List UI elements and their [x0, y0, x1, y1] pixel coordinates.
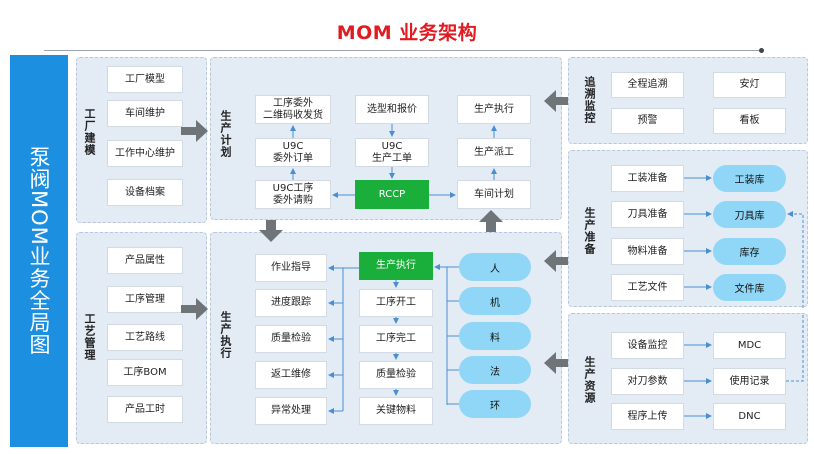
panel-production-plan: 生产计划 工序委外 二维码收发货 选型和报价 生产执行 U9C 委外订单 U9C…	[210, 57, 562, 220]
node-product-attribute: 产品属性	[107, 247, 183, 274]
node-u9c-outsourcing-request: U9C工序 委外请购	[255, 180, 331, 209]
node-operation-start: 工序开工	[359, 289, 433, 317]
node-workshop-maintenance: 车间维护	[107, 100, 183, 127]
node-dnc: DNC	[713, 403, 786, 430]
node-production-execution-plan: 生产执行	[457, 95, 531, 124]
node-process-docs: 工艺文件	[611, 274, 684, 301]
node-tool-setting-params: 对刀参数	[611, 368, 684, 395]
node-kanban: 看板	[713, 108, 786, 134]
title-divider-dot	[759, 48, 764, 53]
pill-method: 法	[459, 356, 531, 384]
node-quality-inspection-mid: 质量检验	[359, 361, 433, 389]
traceability-label: 追溯监控	[583, 76, 596, 124]
node-u9c-outsourcing-order: U9C 委外订单	[255, 138, 331, 167]
node-work-center-maintenance: 工作中心维护	[107, 140, 183, 167]
sidebar-banner: 泵阀MOM业务全局图	[10, 55, 68, 447]
pill-people: 人	[459, 253, 531, 281]
production-plan-label: 生产计划	[219, 110, 232, 158]
node-material-prep: 物料准备	[611, 238, 684, 265]
panel-process-management: 工艺管理 产品属性 工序管理 工艺路线 工序BOM 产品工时	[76, 232, 207, 444]
node-rework-repair: 返工维修	[255, 361, 327, 389]
pill-machine: 机	[459, 287, 531, 315]
node-dispatch: 生产派工	[457, 138, 531, 167]
arrow-plan-to-exec	[259, 220, 283, 242]
production-preparation-label: 生产准备	[583, 207, 596, 255]
node-selection-quote: 选型和报价	[355, 95, 429, 124]
node-exception-handling: 异常处理	[255, 397, 327, 425]
node-production-execution: 生产执行	[359, 252, 433, 280]
node-key-material: 关键物料	[359, 397, 433, 425]
node-cutter-prep: 刀具准备	[611, 201, 684, 228]
node-mdc: MDC	[713, 332, 786, 359]
arrow-process-to-exec	[181, 298, 208, 320]
node-u9c-work-order: U9C 生产工单	[355, 138, 429, 167]
pill-cutter-library: 刀具库	[713, 201, 786, 228]
node-program-upload: 程序上传	[611, 403, 684, 430]
node-warning: 预警	[611, 108, 684, 134]
arrow-resources-to-exec	[544, 352, 568, 374]
pill-material: 料	[459, 322, 531, 350]
node-operation-complete: 工序完工	[359, 325, 433, 353]
production-execution-arrows	[328, 264, 459, 414]
arrow-prep-to-exec	[544, 250, 568, 272]
panel-production-preparation: 生产准备 工装准备 刀具准备 物料准备 工艺文件 工装库 刀具库 库存 文件库	[568, 150, 808, 308]
node-andon: 安灯	[713, 72, 786, 98]
node-progress-tracking: 进度跟踪	[255, 289, 327, 317]
node-workshop-plan: 车间计划	[457, 180, 531, 209]
sidebar-title: 泵阀MOM业务全局图	[27, 146, 51, 356]
production-plan-arrows	[290, 124, 497, 198]
panel-factory-modeling: 工厂建模 工厂模型 车间维护 工作中心维护 设备档案	[76, 57, 207, 223]
arrow-trace-to-plan	[544, 90, 568, 112]
pill-environment: 环	[459, 390, 531, 418]
node-tooling-prep: 工装准备	[611, 165, 684, 192]
panel-production-resources: 生产资源 设备监控 对刀参数 程序上传 MDC 使用记录 DNC	[568, 313, 808, 444]
arrow-exec-to-plan	[479, 210, 503, 232]
pill-tooling-library: 工装库	[713, 165, 786, 192]
node-full-trace: 全程追溯	[611, 72, 684, 98]
node-work-guidance: 作业指导	[255, 254, 327, 282]
panel-production-execution: 生产执行 作业指导 进度跟踪 质量检验 返工维修 异常处理 生产执行 工序开工 …	[210, 232, 562, 444]
node-product-hours: 产品工时	[107, 396, 183, 423]
node-rccp: RCCP	[355, 180, 429, 209]
node-operation-management: 工序管理	[107, 286, 183, 313]
production-resources-label: 生产资源	[583, 356, 596, 404]
factory-modeling-label: 工厂建模	[83, 108, 96, 156]
process-management-label: 工艺管理	[83, 313, 96, 361]
node-usage-record: 使用记录	[713, 368, 786, 395]
production-preparation-arrows	[684, 175, 804, 308]
node-equipment-archive: 设备档案	[107, 179, 183, 206]
node-quality-inspection-left: 质量检验	[255, 325, 327, 353]
pill-inventory: 库存	[713, 238, 786, 265]
production-execution-label: 生产执行	[219, 311, 232, 359]
node-process-route: 工艺路线	[107, 324, 183, 351]
page-title: MOM 业务架构	[336, 22, 478, 44]
arrow-factory-to-plan	[181, 120, 208, 142]
title-divider	[44, 50, 762, 51]
pill-document-library: 文件库	[713, 274, 786, 301]
panel-traceability: 追溯监控 全程追溯 安灯 预警 看板	[568, 57, 808, 144]
node-factory-model: 工厂模型	[107, 66, 183, 93]
production-resources-arrows	[684, 314, 804, 419]
node-outsourcing-qr: 工序委外 二维码收发货	[255, 95, 331, 124]
node-operation-bom: 工序BOM	[107, 359, 183, 386]
node-equipment-monitoring: 设备监控	[611, 332, 684, 359]
